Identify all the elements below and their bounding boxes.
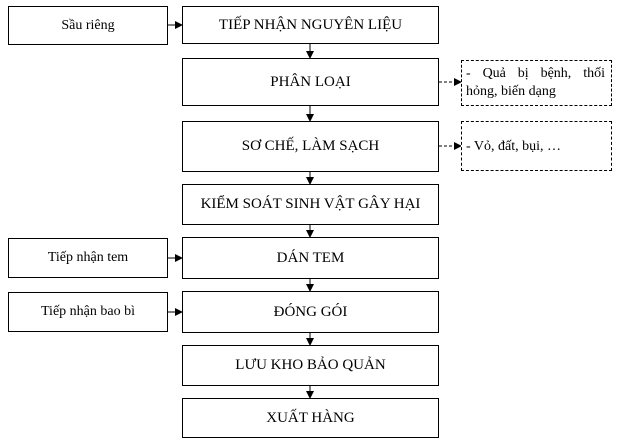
input-durian: Sầu riêng — [8, 6, 168, 45]
step-storage: LƯU KHO BẢO QUẢN — [182, 345, 439, 386]
input-receive-packaging: Tiếp nhận bao bì — [8, 292, 168, 332]
step-pest-control: KIỂM SOÁT SINH VẬT GÂY HẠI — [182, 184, 439, 225]
note-debris: - Vỏ, đất, bụi, … — [461, 121, 612, 171]
step-shipping: XUẤT HÀNG — [182, 398, 439, 438]
step-label: DÁN TEM — [182, 237, 439, 279]
step-preprocess-clean: SƠ CHẾ, LÀM SẠCH — [182, 121, 439, 172]
note-defective-fruit: - Quả bị bệnh, thối hỏng, biến dạng — [461, 60, 612, 106]
step-packing: ĐÓNG GÓI — [182, 291, 439, 333]
step-sorting: PHÂN LOẠI — [182, 58, 439, 106]
step-receive-materials: TIẾP NHẬN NGUYÊN LIỆU — [182, 6, 439, 44]
input-receive-tem: Tiếp nhận tem — [8, 238, 168, 278]
